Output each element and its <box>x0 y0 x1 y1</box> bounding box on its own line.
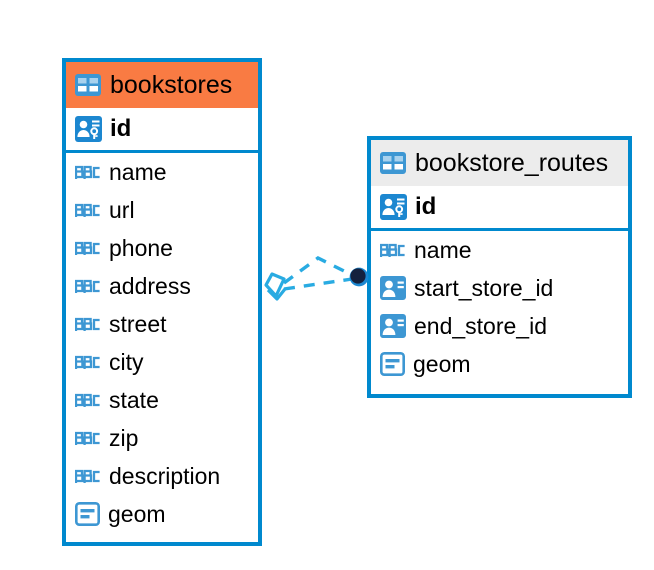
abc-text-icon <box>75 468 101 484</box>
entity-header-bookstores[interactable]: bookstores <box>66 62 258 108</box>
field-row-name[interactable]: name <box>66 153 258 191</box>
field-row-phone[interactable]: phone <box>66 229 258 267</box>
field-row-start-store-id[interactable]: start_store_id <box>371 269 628 307</box>
field-name: start_store_id <box>414 274 554 301</box>
primary-key-icon <box>75 116 102 142</box>
field-row-name[interactable]: name <box>371 231 628 269</box>
field-list-bookstore-routes: id name <box>371 186 628 383</box>
abc-text-icon <box>75 430 101 446</box>
field-row-city[interactable]: city <box>66 343 258 381</box>
field-row-id[interactable]: id <box>66 108 258 153</box>
field-name: street <box>109 310 167 337</box>
crows-foot-diamond-marker <box>264 272 287 301</box>
field-row-description[interactable]: description <box>66 457 258 495</box>
field-name: phone <box>109 234 173 261</box>
relationship-line-upper <box>282 256 353 285</box>
abc-text-icon <box>75 164 101 180</box>
field-row-url[interactable]: url <box>66 191 258 229</box>
field-name: end_store_id <box>414 312 547 339</box>
abc-text-icon <box>75 278 101 294</box>
field-name: url <box>109 196 135 223</box>
field-name: zip <box>109 424 139 451</box>
entity-bookstore-routes[interactable]: bookstore_routes id <box>367 136 632 398</box>
field-row-zip[interactable]: zip <box>66 419 258 457</box>
field-row-address[interactable]: address <box>66 267 258 305</box>
table-grid-icon <box>75 74 101 96</box>
foreign-key-icon <box>380 276 406 300</box>
field-name: geom <box>108 500 166 527</box>
primary-key-icon <box>380 194 407 220</box>
field-row-street[interactable]: street <box>66 305 258 343</box>
entity-bookstores[interactable]: bookstores id <box>62 58 262 546</box>
entity-header-bookstore-routes[interactable]: bookstore_routes <box>371 140 628 186</box>
field-name: id <box>110 115 132 142</box>
geometry-icon <box>380 352 405 376</box>
field-row-end-store-id[interactable]: end_store_id <box>371 307 628 345</box>
relationship-line-lower <box>283 277 353 291</box>
relationship-endpoint-dot <box>349 267 369 287</box>
abc-text-icon <box>75 316 101 332</box>
entity-title: bookstore_routes <box>415 148 609 177</box>
field-name: description <box>109 462 221 489</box>
abc-text-icon <box>75 354 101 370</box>
geometry-icon <box>75 502 100 526</box>
field-name: geom <box>413 350 471 377</box>
field-row-geom[interactable]: geom <box>66 495 258 533</box>
table-grid-icon <box>380 152 406 174</box>
field-name: id <box>415 193 437 220</box>
abc-text-icon <box>75 240 101 256</box>
field-name: address <box>109 272 191 299</box>
field-name: name <box>414 236 472 263</box>
field-name: city <box>109 348 144 375</box>
field-row-id[interactable]: id <box>371 186 628 231</box>
abc-text-icon <box>75 392 101 408</box>
abc-text-icon <box>380 242 406 258</box>
abc-text-icon <box>75 202 101 218</box>
field-name: state <box>109 386 159 413</box>
field-row-geom[interactable]: geom <box>371 345 628 383</box>
field-row-state[interactable]: state <box>66 381 258 419</box>
field-list-bookstores: id name <box>66 108 258 533</box>
field-name: name <box>109 158 167 185</box>
entity-title: bookstores <box>110 70 233 99</box>
foreign-key-icon <box>380 314 406 338</box>
